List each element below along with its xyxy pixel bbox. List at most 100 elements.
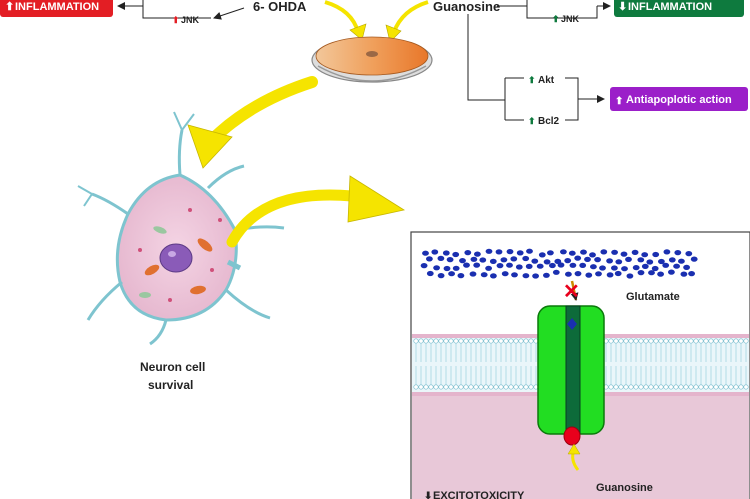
yellow-arrows-to-dish [324, 0, 429, 43]
glutamate-dot [621, 266, 628, 272]
lipid-head [613, 338, 619, 344]
glutamate-dot [446, 257, 454, 263]
lipid-head [728, 338, 734, 344]
lipid-head [653, 338, 659, 344]
lipid-head [418, 338, 424, 344]
glutamate-dot [641, 252, 649, 258]
glutamate-dot [426, 270, 434, 277]
lipid-head [628, 384, 634, 390]
lipid-head [428, 384, 434, 390]
lipid-head [668, 338, 674, 344]
lipid-head [623, 384, 629, 390]
petri-dish [311, 36, 433, 83]
lipid-head [443, 338, 449, 344]
glutamate-dot [574, 271, 582, 277]
lipid-head [473, 338, 479, 344]
lipid-head [483, 384, 489, 390]
lipid-head [433, 384, 439, 390]
glutamate-dot [560, 249, 567, 255]
glutamate-dot [680, 271, 688, 277]
lipid-head [463, 338, 469, 344]
glutamate-dot [637, 257, 645, 263]
lipid-head [733, 384, 739, 390]
lipid-head [473, 384, 479, 390]
cell-sample [366, 51, 378, 57]
lipid-head [513, 384, 519, 390]
lipid-head [528, 338, 534, 344]
glutamate-dot [580, 249, 587, 255]
guanosine-top-label: Guanosine [433, 0, 500, 14]
lipid-head [463, 384, 469, 390]
lipid-head [693, 338, 699, 344]
jnk-right-label: JNK [561, 14, 580, 24]
top-right-pathway: Guanosine ⬆ JNK ⬇ INFLAMMATION ⬆ Akt ⬆ B… [433, 0, 748, 127]
glutamate-dot [579, 262, 587, 268]
glutamate-dot [651, 265, 659, 272]
glutamate-dot [600, 249, 608, 255]
glutamate-dot [470, 256, 478, 262]
glutamate-dot [479, 257, 487, 263]
toxin-to-jnk-arrow [213, 7, 245, 20]
lipid-head [448, 384, 454, 390]
lipid-head [433, 338, 439, 344]
lipid-head [453, 338, 459, 344]
nucleus [159, 243, 193, 273]
glutamate-dot [422, 250, 429, 256]
neuron-cell [77, 111, 285, 346]
glutamate-dot [480, 272, 488, 278]
glutamate-dot [668, 257, 676, 263]
lipid-head [618, 338, 624, 344]
glutamate-dot [431, 249, 439, 255]
lipid-head [738, 338, 744, 344]
glutamate-dot [506, 262, 513, 268]
lipid-head [683, 338, 689, 344]
glutamate-dot [543, 259, 551, 265]
lipid-head [618, 384, 624, 390]
lipid-head [723, 384, 729, 390]
glutamate-dot [611, 265, 618, 271]
lipid-head [658, 338, 664, 344]
antiapoptotic-box [610, 87, 748, 111]
lipid-head [423, 384, 429, 390]
glutamate-dot [658, 258, 665, 265]
lipid-head [478, 384, 484, 390]
lipid-head [688, 384, 694, 390]
glutamate-dot [501, 271, 509, 277]
lipid-head [438, 338, 444, 344]
glutamate-dot [674, 250, 682, 256]
lipid-head [608, 384, 614, 390]
glutamate-dot [594, 257, 601, 263]
glutamate-dot [500, 257, 508, 263]
jnk-left-label: JNK [181, 15, 200, 25]
lipid-head [423, 338, 429, 344]
glutamate-dot [599, 265, 606, 271]
glutamate-dot [685, 251, 693, 257]
dish-to-neuron-arrow [187, 76, 318, 169]
lipid-head [438, 384, 444, 390]
top-left-pathway: ⬆ INFLAMMATION ⬆ JNK 6- OHDA [0, 0, 307, 25]
glutamate-dot [433, 265, 440, 271]
lipid-head [493, 384, 499, 390]
lipid-head [718, 384, 724, 390]
glutamate-dot [490, 273, 497, 279]
glutamate-dot [595, 271, 602, 277]
akt-up-icon: ⬆ [528, 75, 536, 85]
jnk-bracket-left [142, 0, 211, 19]
neuron-to-synapse-arrow [226, 175, 406, 248]
glutamate-dot [690, 256, 698, 262]
glutamate-dot [473, 262, 481, 268]
guanosine-synapse-label: Guanosine [596, 482, 653, 494]
glutamate-dot [464, 250, 472, 256]
glutamate-dot [543, 272, 550, 278]
glutamate-dot [522, 255, 530, 262]
glutamate-dot [615, 259, 623, 265]
glutamate-dot [662, 262, 670, 268]
glutamate-dot [459, 258, 466, 264]
glutamate-dot [585, 272, 593, 278]
glutamate-dot [426, 256, 433, 262]
lipid-head [413, 338, 419, 344]
glutamate-dot [485, 265, 492, 271]
glutamate-dot [678, 258, 685, 264]
glutamate-dot [564, 258, 572, 264]
lipid-head [468, 384, 474, 390]
